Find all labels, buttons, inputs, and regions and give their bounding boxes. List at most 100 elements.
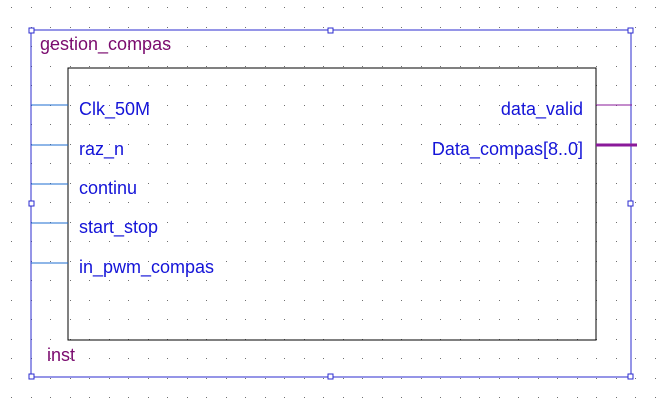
grid-dot bbox=[148, 300, 149, 301]
grid-dot bbox=[109, 183, 110, 184]
grid-dot bbox=[109, 144, 110, 145]
grid-dot bbox=[499, 144, 500, 145]
grid-dot bbox=[265, 300, 266, 301]
grid-dot bbox=[11, 300, 12, 301]
grid-dot bbox=[187, 319, 188, 320]
grid-dot bbox=[245, 7, 246, 8]
grid-dot bbox=[479, 144, 480, 145]
grid-dot bbox=[557, 397, 558, 398]
grid-dot bbox=[245, 319, 246, 320]
grid-dot bbox=[538, 300, 539, 301]
grid-dots bbox=[11, 7, 656, 398]
grid-dot bbox=[518, 66, 519, 67]
grid-dot bbox=[343, 124, 344, 125]
grid-dot bbox=[323, 46, 324, 47]
grid-dot bbox=[343, 280, 344, 281]
symbol-frame[interactable] bbox=[30, 29, 632, 378]
grid-dot bbox=[187, 241, 188, 242]
grid-dot bbox=[226, 300, 227, 301]
grid-dot bbox=[265, 105, 266, 106]
grid-dot bbox=[343, 163, 344, 164]
grid-dot bbox=[557, 124, 558, 125]
grid-dot bbox=[148, 27, 149, 28]
grid-dot bbox=[70, 202, 71, 203]
grid-dot bbox=[518, 358, 519, 359]
grid-dot bbox=[11, 46, 12, 47]
grid-dot bbox=[50, 124, 51, 125]
grid-dot bbox=[362, 7, 363, 8]
grid-dot bbox=[596, 46, 597, 47]
grid-dot bbox=[460, 280, 461, 281]
grid-dot bbox=[167, 202, 168, 203]
grid-dot bbox=[577, 144, 578, 145]
grid-dot bbox=[304, 85, 305, 86]
grid-dot bbox=[577, 124, 578, 125]
grid-dot bbox=[499, 105, 500, 106]
grid-dot bbox=[206, 46, 207, 47]
grid-dot bbox=[206, 397, 207, 398]
grid-dot bbox=[226, 144, 227, 145]
grid-dot bbox=[499, 300, 500, 301]
grid-dot bbox=[148, 163, 149, 164]
grid-dot bbox=[89, 300, 90, 301]
grid-dot bbox=[226, 261, 227, 262]
grid-dot bbox=[655, 163, 656, 164]
grid-dot bbox=[167, 7, 168, 8]
grid-dot bbox=[11, 66, 12, 67]
grid-dot bbox=[635, 222, 636, 223]
grid-dot bbox=[479, 183, 480, 184]
grid-dot bbox=[128, 124, 129, 125]
grid-dot bbox=[518, 163, 519, 164]
grid-dot bbox=[167, 105, 168, 106]
grid-dot bbox=[401, 241, 402, 242]
handle-middle-left[interactable] bbox=[28, 200, 35, 207]
input-label-continu: continu bbox=[79, 178, 137, 198]
grid-dot bbox=[440, 378, 441, 379]
grid-dot bbox=[596, 66, 597, 67]
grid-dot bbox=[245, 222, 246, 223]
grid-dot bbox=[382, 319, 383, 320]
handle-middle-right[interactable] bbox=[627, 200, 634, 207]
grid-dot bbox=[401, 261, 402, 262]
grid-dot bbox=[538, 27, 539, 28]
grid-dot bbox=[440, 241, 441, 242]
grid-dot bbox=[382, 358, 383, 359]
grid-dot bbox=[421, 144, 422, 145]
grid-dot bbox=[148, 319, 149, 320]
grid-dot bbox=[479, 85, 480, 86]
grid-dot bbox=[382, 241, 383, 242]
handle-bottom-right[interactable] bbox=[627, 373, 634, 380]
grid-dot bbox=[518, 202, 519, 203]
grid-dot bbox=[187, 66, 188, 67]
grid-dot bbox=[70, 105, 71, 106]
grid-dot bbox=[50, 163, 51, 164]
grid-dot bbox=[655, 241, 656, 242]
grid-dot bbox=[362, 163, 363, 164]
grid-dot bbox=[518, 280, 519, 281]
grid-dot bbox=[226, 280, 227, 281]
handle-bottom-middle[interactable] bbox=[327, 373, 334, 380]
grid-dot bbox=[304, 163, 305, 164]
grid-dot bbox=[265, 85, 266, 86]
grid-dot bbox=[577, 27, 578, 28]
grid-dot bbox=[499, 27, 500, 28]
grid-dot bbox=[499, 124, 500, 125]
grid-dot bbox=[187, 85, 188, 86]
grid-dot bbox=[167, 27, 168, 28]
grid-dot bbox=[226, 358, 227, 359]
symbol-body[interactable] bbox=[67, 67, 597, 341]
grid-dot bbox=[89, 66, 90, 67]
grid-dot bbox=[284, 241, 285, 242]
input-label-start-stop: start_stop bbox=[79, 217, 158, 238]
grid-dot bbox=[343, 202, 344, 203]
handle-bottom-left[interactable] bbox=[28, 373, 35, 380]
grid-dot bbox=[518, 144, 519, 145]
grid-dot bbox=[50, 300, 51, 301]
handle-top-right[interactable] bbox=[627, 27, 634, 34]
handle-top-middle[interactable] bbox=[327, 27, 334, 34]
handle-top-left[interactable] bbox=[28, 27, 35, 34]
grid-dot bbox=[616, 46, 617, 47]
grid-dot bbox=[616, 280, 617, 281]
grid-dot bbox=[557, 378, 558, 379]
